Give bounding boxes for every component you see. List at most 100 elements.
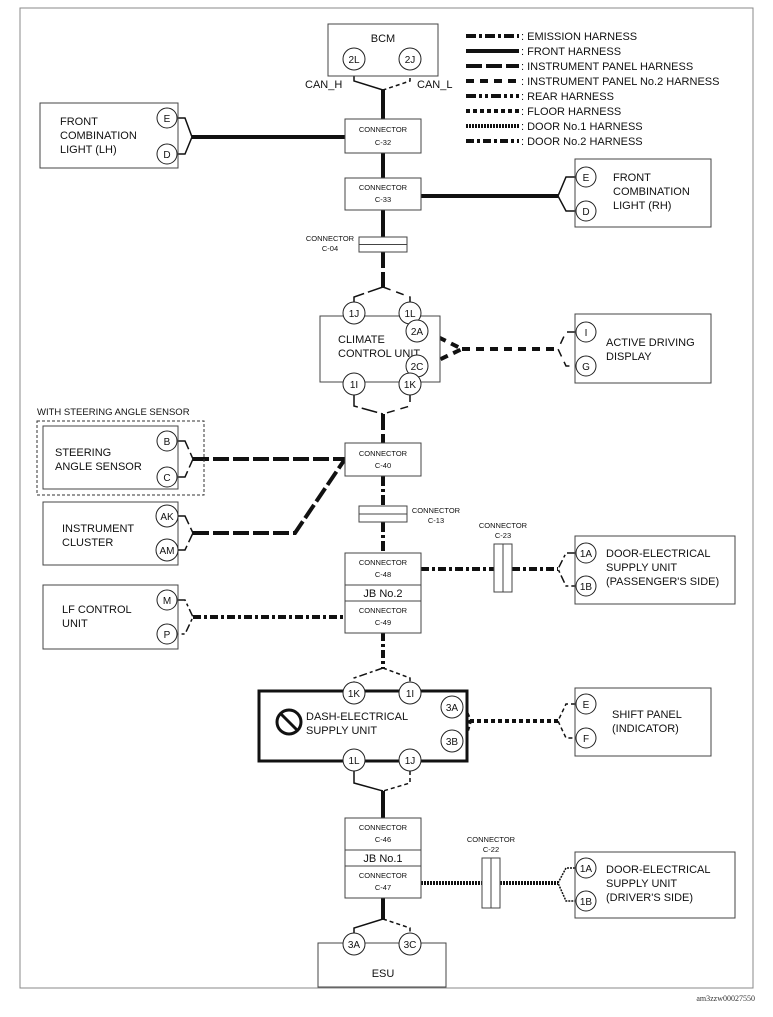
front-light-rh-box [574,158,712,228]
legend-label-rear: : REAR HARNESS [521,91,614,103]
connector-c13-id: C-13 [428,516,444,525]
wire-front-light-lh-pins [178,117,193,155]
wire-door-drv-pins [557,867,575,902]
steering-angle-sensor-group: WITH STEERING ANGLE SENSOR STEERING ANGL… [36,407,205,496]
dash-pin-1i [398,681,422,705]
door-drv-box [574,851,736,919]
connector-c48-word: CONNECTOR [359,558,408,567]
connector-c33-id: C-33 [375,195,391,204]
wire-steering-pins [178,440,194,478]
wire-climate-1k [382,394,411,415]
connector-c46-id: C-46 [375,835,391,844]
steering-pin-c [156,466,178,488]
bcm-pin-2l [342,47,366,71]
bcm-box [327,23,439,77]
legend-label-emission: : EMISSION HARNESS [521,31,637,43]
door-drv-line-1: DOOR-ELECTRICAL [606,864,711,876]
door-pass-pin-1a-label: 1A [580,549,593,560]
dash-pin-3a [440,695,464,719]
esu-pin-3a-label: 3A [348,940,361,951]
connector-c47-id: C-47 [375,883,391,892]
active-display-pin-i [575,321,597,343]
front-light-lh-line-3: LIGHT (LH) [60,144,117,156]
cluster-pin-ak [155,504,179,528]
connector-c48-id: C-48 [375,570,391,579]
door-drv-pin-1a-label: 1A [580,864,593,875]
dash-pin-1l [342,748,366,772]
wire-door-pass-pins [557,552,575,587]
steering-group-label: WITH STEERING ANGLE SENSOR [37,407,190,418]
door-pass-pin-1a [575,542,597,564]
connector-c40-word: CONNECTOR [359,449,408,458]
shift-panel-pin-e [575,693,597,715]
dash-pin-3b-label: 3B [446,737,459,748]
connector-c32-box [344,118,422,154]
connector-c22-id: C-22 [483,845,499,854]
steering-sensor-line-1: STEERING [55,447,111,459]
door-pass-line-1: DOOR-ELECTRICAL [606,548,711,560]
instrument-cluster-line-2: CLUSTER [62,537,113,549]
lf-unit-pin-m [156,589,178,611]
lf-control-unit: LF CONTROL UNIT M P [42,584,179,650]
wire-shift-pins [557,703,575,739]
steering-sensor-box [42,425,179,490]
front-light-lh-pin-d-label: D [163,150,170,161]
active-driving-display: ACTIVE DRIVING DISPLAY I G [574,313,712,384]
door-pass-box [574,535,736,605]
diagram-frame [19,7,754,989]
door-pass-line-2: SUPPLY UNIT [606,562,677,574]
dash-unit-line-2: SUPPLY UNIT [306,725,377,737]
door-drv-line-2: SUPPLY UNIT [606,878,677,890]
connector-c49-word: CONNECTOR [359,606,408,615]
door-pass-line-3: (PASSENGER'S SIDE) [606,576,719,588]
bcm-label: BCM [371,33,395,45]
connector-c40-id: C-40 [375,461,391,470]
bcm-can-l-label: CAN_L [417,79,452,91]
dash-pin-1k-label: 1K [348,689,361,700]
front-light-lh-pin-e-label: E [164,114,171,125]
junction-block-2: CONNECTOR C-48 JB No.2 CONNECTOR C-49 [344,552,422,634]
bcm-pin-2j [398,47,422,71]
wire-cluster-pins [178,515,194,551]
front-light-rh-line-2: COMBINATION [613,186,690,198]
legend-label-floor: : FLOOR HARNESS [521,106,621,118]
bcm-pin-2l-label: 2L [348,55,360,66]
door-pass-pin-1b [575,575,597,597]
jb2-label: JB No.2 [363,588,402,600]
front-light-lh-line-1: FRONT [60,116,98,128]
front-light-rh-pin-e-label: E [583,173,590,184]
wire-climate-1i [353,394,384,415]
climate-pin-1j-label: 1J [349,309,360,320]
connector-c04: CONNECTOR C-04 [306,234,408,253]
shift-panel-box [574,687,712,757]
door-electrical-driver: DOOR-ELECTRICAL SUPPLY UNIT (DRIVER'S SI… [574,851,736,919]
wire-dash-1k [353,667,384,684]
connector-c40-box [344,442,422,477]
climate-pin-1i [342,372,366,396]
active-display-pin-i-label: I [585,328,588,339]
front-light-rh: FRONT COMBINATION LIGHT (RH) E D [574,158,712,228]
dash-pin-3a-label: 3A [446,703,459,714]
shift-panel: SHIFT PANEL (INDICATOR) E F [574,687,712,757]
climate-pin-1j [342,301,366,325]
active-display-line-2: DISPLAY [606,351,652,363]
shift-panel-line-1: SHIFT PANEL [612,709,682,721]
steering-pin-b [156,430,178,452]
front-light-lh-pin-d [156,143,178,165]
lf-unit-line-1: LF CONTROL [62,604,132,616]
cluster-pin-am [155,538,179,562]
connector-c04-id: C-04 [322,244,338,253]
climate-pin-2a [405,319,429,343]
legend-label-ip2: : INSTRUMENT PANEL No.2 HARNESS [521,76,719,88]
instrument-cluster-box [42,501,179,566]
legend-label-door1: : DOOR No.1 HARNESS [521,121,643,133]
wire-active-display-pins [557,331,575,367]
climate-pin-2c-label: 2C [411,362,424,373]
connector-c13-word: CONNECTOR [412,506,461,515]
steering-group-dashed-frame [36,420,205,496]
front-light-rh-pin-d-label: D [582,207,589,218]
bcm-pin-2j-label: 2J [405,55,416,66]
wire-front-light-rh-pins [557,176,575,212]
wire-climate-1j [353,286,384,306]
active-display-line-1: ACTIVE DRIVING [606,337,695,349]
